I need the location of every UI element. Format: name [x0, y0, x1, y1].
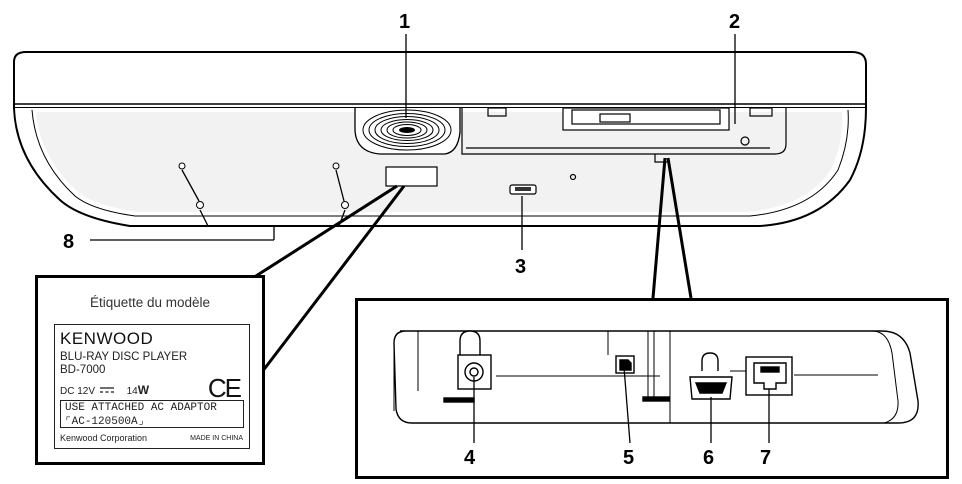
adaptor-line-1: USE ATTACHED AC ADAPTOR — [65, 402, 217, 414]
dc-jack — [417, 330, 492, 403]
mounting-holes — [178, 162, 349, 209]
adaptor-line-2: ⌜AC-120500A⌟ — [65, 416, 145, 428]
callout-5: 5 — [623, 447, 635, 469]
callout-3: 3 — [515, 256, 527, 278]
bottom-plate — [36, 112, 843, 212]
product-name: BLU-RAY DISC PLAYER — [60, 351, 188, 363]
power-rating: DC 12V 14W — [60, 383, 149, 397]
adaptor-box: USE ATTACHED AC ADAPTOR ⌜AC-120500A⌟ — [60, 400, 244, 428]
underside-label-plate — [385, 166, 438, 187]
brand-name: KENWOOD — [60, 329, 154, 348]
callout-4: 4 — [464, 447, 476, 469]
rear-panel-inset: 4 5 6 7 — [355, 298, 949, 479]
callout-7: 7 — [760, 447, 772, 469]
corporation-name: Kenwood Corporation — [60, 433, 148, 443]
model-label-title: Étiquette du modèle — [89, 295, 211, 310]
connector-panel — [461, 107, 787, 181]
port-3-connector — [509, 184, 537, 195]
made-in: MADE IN CHINA — [190, 435, 243, 442]
zoom-connectors — [244, 157, 693, 373]
leader-lines — [90, 34, 736, 250]
cooling-fan — [354, 108, 461, 155]
inset-leader-lines — [473, 366, 770, 444]
callout-6: 6 — [703, 447, 715, 469]
callout-2: 2 — [729, 11, 741, 33]
rating-unit: W — [137, 383, 150, 397]
model-label-panel: Étiquette du modèle KENWOOD BLU-RAY DISC… — [35, 275, 265, 465]
hdmi-port — [689, 352, 733, 400]
ce-mark: CE — [207, 373, 242, 403]
model-label-tag: KENWOOD BLU-RAY DISC PLAYER BD-7000 DC 1… — [54, 324, 250, 449]
model-number: BD-7000 — [60, 364, 106, 376]
rear-panel-outline — [393, 330, 919, 424]
rating-watts: 14 — [126, 386, 138, 397]
optical-port — [607, 331, 670, 402]
lan-port — [745, 356, 793, 396]
callout-8: 8 — [63, 231, 75, 253]
callout-1: 1 — [399, 11, 411, 33]
adaptor-model: AC-120500A — [71, 416, 138, 428]
dc-symbol-icon — [99, 387, 114, 394]
rating-dc: DC 12V — [60, 386, 96, 397]
rear-panel-drawing — [393, 330, 919, 444]
